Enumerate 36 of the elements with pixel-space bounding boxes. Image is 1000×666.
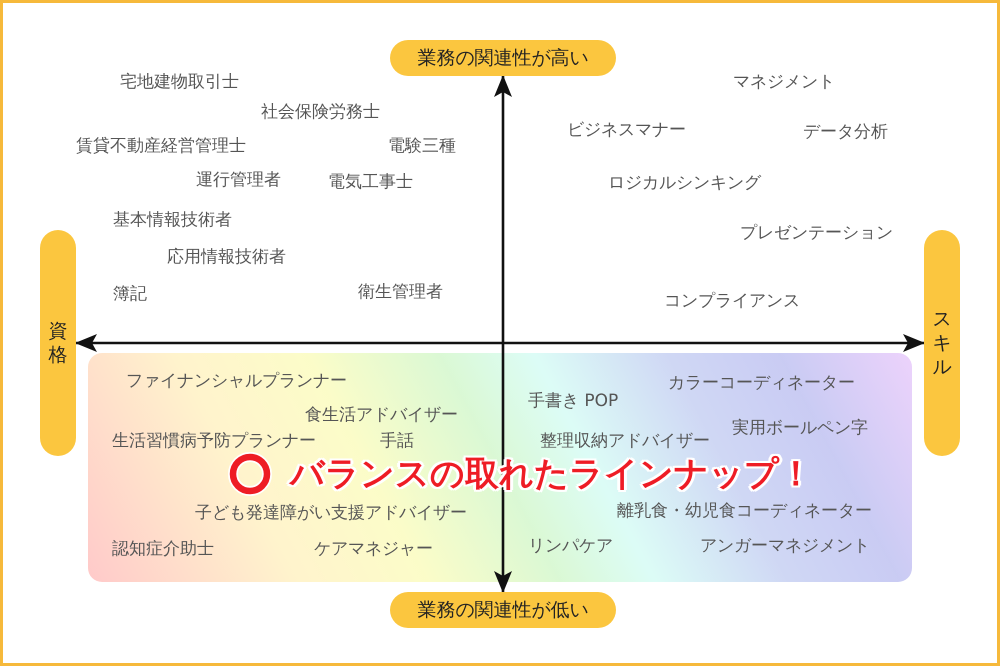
- item-label: ビジネスマナー: [567, 120, 686, 140]
- item-label: ケアマネジャー: [314, 539, 433, 559]
- item-label: 運行管理者: [196, 170, 281, 190]
- axis-label: 業務の関連性が高い: [390, 40, 616, 76]
- item-label: 離乳食・幼児食コーディネーター: [617, 501, 872, 521]
- item-label: コンプライアンス: [664, 291, 800, 311]
- item-label: 手書き POP: [528, 391, 618, 411]
- axis-label: スキル: [924, 230, 960, 456]
- item-label: 電験三種: [388, 136, 456, 156]
- item-label: 社会保険労務士: [261, 102, 380, 122]
- item-label: 賃貸不動産経営管理士: [76, 136, 246, 156]
- item-label: アンガーマネジメント: [700, 536, 870, 556]
- item-label: 電気工事士: [328, 172, 413, 192]
- item-label: 実用ボールペン字: [732, 418, 868, 438]
- double-arrow: [75, 334, 925, 352]
- item-label: リンパケア: [528, 536, 613, 556]
- item-label: プレゼンテーション: [740, 223, 893, 243]
- item-label: 整理収納アドバイザー: [540, 431, 710, 451]
- item-label: 食生活アドバイザー: [305, 405, 458, 425]
- item-label: 応用情報技術者: [167, 247, 286, 267]
- double-arrow: [494, 75, 512, 593]
- axis-label: 資格: [40, 230, 76, 456]
- item-label: 宅地建物取引士: [120, 72, 239, 92]
- item-label: 手話: [380, 431, 414, 451]
- item-label: カラーコーディネーター: [668, 373, 855, 393]
- item-label: データ分析: [803, 122, 888, 142]
- axis-label: 業務の関連性が低い: [390, 592, 616, 628]
- item-label: 簿記: [113, 284, 147, 304]
- item-label: 認知症介助士: [112, 539, 214, 559]
- item-label: ロジカルシンキング: [608, 173, 761, 193]
- item-label: 生活習慣病予防プランナー: [112, 431, 316, 451]
- item-label: 基本情報技術者: [113, 210, 232, 230]
- item-label: ファイナンシャルプランナー: [126, 371, 347, 391]
- item-label: マネジメント: [733, 72, 835, 92]
- item-label: 衛生管理者: [358, 282, 443, 302]
- item-label: 子ども発達障がい支援アドバイザー: [195, 503, 467, 523]
